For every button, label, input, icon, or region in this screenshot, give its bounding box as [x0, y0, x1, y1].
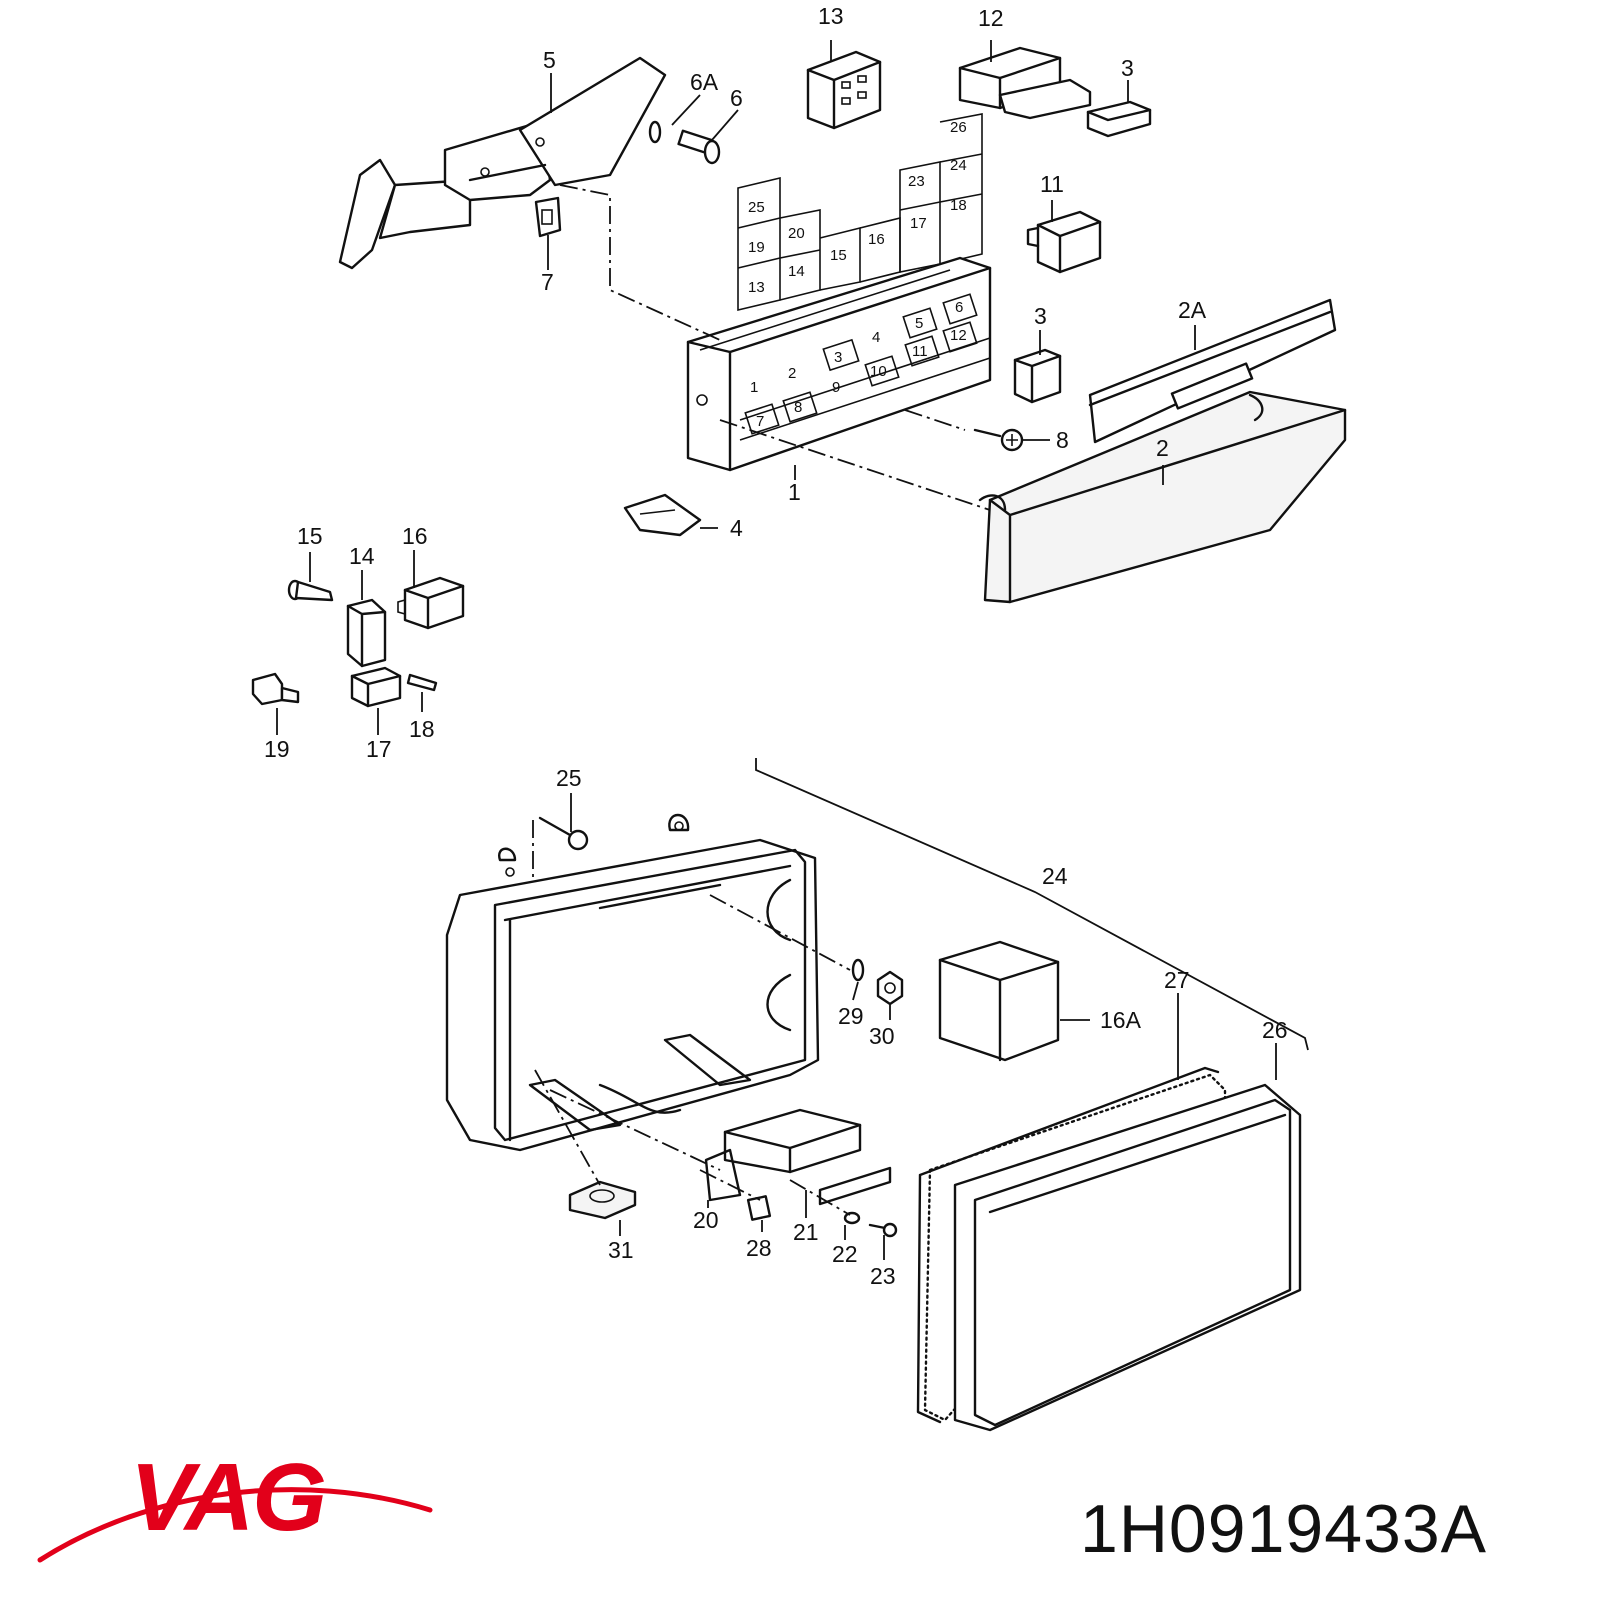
slot-label-7: 7: [756, 413, 764, 430]
grid-label-16: 16: [868, 231, 885, 248]
callout-14: 14: [349, 543, 375, 569]
part-number: 1H0919433A: [1080, 1491, 1487, 1567]
grid-label-23: 23: [908, 173, 925, 190]
grid-label-20: 20: [788, 225, 805, 242]
callout-3-middle: 3: [1034, 303, 1047, 329]
slot-label-5: 5: [915, 315, 923, 332]
leader-lines: [276, 40, 1277, 1260]
callout-2: 2: [1156, 435, 1169, 461]
callout-2A: 2A: [1178, 297, 1207, 323]
callout-19: 19: [264, 736, 290, 762]
callout-29: 29: [838, 1003, 864, 1029]
callout-7: 7: [541, 269, 554, 295]
callout-21: 21: [793, 1219, 819, 1245]
relay-grid-labels: 25 19 13 20 14 15 16 23 17 24 18 26: [748, 119, 967, 296]
vag-logo-text: VAG: [130, 1444, 325, 1551]
bracket-14: [346, 598, 387, 668]
callout-24: 24: [1042, 863, 1068, 889]
slot-label-9: 9: [832, 379, 840, 396]
screw-23: [868, 1222, 898, 1238]
slot-label-1: 1: [750, 379, 758, 396]
nut-30: [876, 970, 904, 1006]
callout-1: 1: [788, 479, 801, 505]
callout-labels: 5 6A 6 13 12 3 7 11 3 2A 2 8 1 4 15 14 1…: [264, 3, 1288, 1289]
callout-6: 6: [730, 85, 743, 111]
callout-23: 23: [870, 1263, 896, 1289]
group-bracket-24: [755, 758, 1309, 1051]
callout-11: 11: [1040, 171, 1064, 197]
callout-15: 15: [297, 523, 323, 549]
relay-11: [1026, 210, 1102, 274]
callout-16: 16: [402, 523, 428, 549]
grid-label-26: 26: [950, 119, 967, 136]
relay-socket-21: [704, 1108, 892, 1206]
callout-18: 18: [409, 716, 435, 742]
washer-29: [851, 958, 865, 982]
washer-22: [843, 1211, 861, 1225]
callout-13: 13: [818, 3, 844, 29]
clip-7: [534, 196, 562, 238]
callout-25: 25: [556, 765, 582, 791]
grid-label-18: 18: [950, 197, 967, 214]
cover-2A: [1088, 298, 1337, 444]
vag-logo: VAG: [37, 1444, 433, 1563]
callout-17: 17: [366, 736, 392, 762]
slot-label-4: 4: [872, 329, 880, 346]
tray-2: [978, 390, 1347, 604]
slot-label-11: 11: [912, 343, 928, 360]
grid-label-15: 15: [830, 247, 847, 264]
callout-5: 5: [543, 47, 556, 73]
clip-4: [623, 493, 702, 537]
slot-label-2: 2: [788, 365, 796, 382]
callout-20: 20: [693, 1207, 719, 1233]
callout-27: 27: [1164, 967, 1190, 993]
connector-19: [251, 672, 300, 706]
callout-26: 26: [1262, 1017, 1288, 1043]
fuse-3-top: [1086, 100, 1152, 138]
relay-16A: [938, 940, 1060, 1062]
socket-17: [350, 666, 402, 708]
fuse-3-middle: [1013, 348, 1062, 404]
mounting-bracket: [338, 56, 667, 270]
slot-label-10: 10: [870, 363, 887, 380]
fuse-relay-box: [686, 256, 992, 472]
callout-8: 8: [1056, 427, 1069, 453]
grid-label-13: 13: [748, 279, 765, 296]
screw-15: [287, 579, 334, 602]
callout-31: 31: [608, 1237, 634, 1263]
slot-label-12: 12: [950, 327, 967, 344]
lid-26: [953, 1083, 1302, 1432]
callout-30: 30: [869, 1023, 895, 1049]
callout-3-top: 3: [1121, 55, 1134, 81]
callout-16A: 16A: [1100, 1007, 1142, 1033]
grid-label-24: 24: [950, 157, 967, 174]
screw-6: [677, 129, 721, 165]
callout-22: 22: [832, 1241, 858, 1267]
screw-25: [538, 816, 589, 851]
callout-28: 28: [746, 1235, 772, 1261]
screw-8: [973, 428, 1024, 452]
relay-holder-12: [958, 46, 1092, 120]
fusebox-slot-labels: 1 2 3 4 5 6 7 8 9 10 11 12: [750, 299, 967, 430]
grid-label-19: 19: [748, 239, 765, 256]
slot-label-8: 8: [794, 399, 802, 416]
relay-socket-13: [806, 50, 882, 130]
callout-6A: 6A: [690, 69, 719, 95]
grid-label-25: 25: [748, 199, 765, 216]
slot-label-6: 6: [955, 299, 963, 316]
fuse-18: [406, 673, 438, 692]
slot-label-3: 3: [834, 349, 842, 366]
housing-24: [445, 813, 820, 1152]
grid-label-17: 17: [910, 215, 927, 232]
relay-16: [397, 576, 465, 630]
grommet-31: [568, 1180, 637, 1220]
callout-4: 4: [730, 515, 743, 541]
washer-6A: [648, 120, 662, 144]
callout-12: 12: [978, 5, 1004, 31]
grid-label-14: 14: [788, 263, 805, 280]
